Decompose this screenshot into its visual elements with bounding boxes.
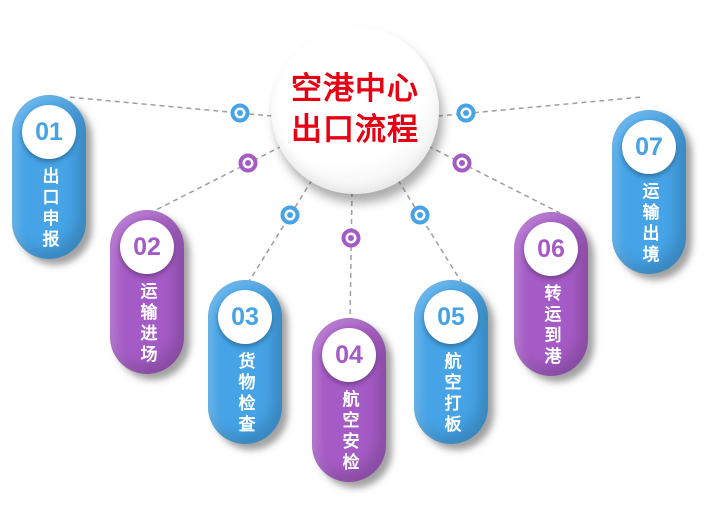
step-number-badge: 02 xyxy=(120,220,174,274)
connector-node-step7 xyxy=(456,103,476,123)
step-number: 04 xyxy=(335,340,363,369)
step-number: 05 xyxy=(437,302,465,331)
diagram-title-line2: 出口流程 xyxy=(291,112,419,147)
connector-node-step5 xyxy=(410,205,430,225)
step-number-badge: 04 xyxy=(322,328,376,382)
step-label: 出口申报 xyxy=(39,167,59,251)
connector-line-step6 xyxy=(427,145,561,214)
connector-line-step4 xyxy=(349,191,353,321)
step-label: 航空安检 xyxy=(339,390,359,474)
connector-line-step2 xyxy=(149,145,283,214)
step-pill-02: 02 运输进场 xyxy=(110,210,184,374)
connector-node-step6 xyxy=(452,153,472,173)
diagram-title-line1: 空港中心 xyxy=(291,71,419,107)
connector-line-step5 xyxy=(397,179,463,284)
center-title-circle: 空港中心 出口流程 xyxy=(271,26,439,194)
step-number-badge: 05 xyxy=(424,290,478,344)
step-number: 03 xyxy=(231,302,259,331)
step-label: 运输进场 xyxy=(137,282,157,366)
connector-node-step4 xyxy=(341,228,361,248)
step-number: 07 xyxy=(635,132,663,161)
connector-line-step7 xyxy=(437,96,643,117)
step-pill-04: 04 航空安检 xyxy=(312,318,386,482)
step-number: 06 xyxy=(537,234,565,263)
step-label: 航空打板 xyxy=(441,352,461,436)
connector-node-step2 xyxy=(238,153,258,173)
step-pill-06: 06 转运到港 xyxy=(514,212,588,376)
connector-line-step1 xyxy=(67,96,273,117)
step-number-badge: 07 xyxy=(622,120,676,174)
step-pill-05: 05 航空打板 xyxy=(414,280,488,444)
step-number-badge: 06 xyxy=(524,222,578,276)
step-label: 转运到港 xyxy=(541,284,561,368)
step-number: 01 xyxy=(35,117,63,146)
step-pill-03: 03 货物检查 xyxy=(208,280,282,444)
step-pill-07: 07 运输出境 xyxy=(612,110,686,274)
step-number: 02 xyxy=(133,232,161,261)
step-label: 运输出境 xyxy=(639,182,659,266)
step-number-badge: 03 xyxy=(218,290,272,344)
step-label: 货物检查 xyxy=(235,352,255,436)
connector-node-step1 xyxy=(230,103,250,123)
connector-line-step3 xyxy=(247,179,313,284)
step-pill-01: 01 出口申报 xyxy=(12,95,86,259)
connector-node-step3 xyxy=(280,205,300,225)
step-number-badge: 01 xyxy=(22,105,76,159)
